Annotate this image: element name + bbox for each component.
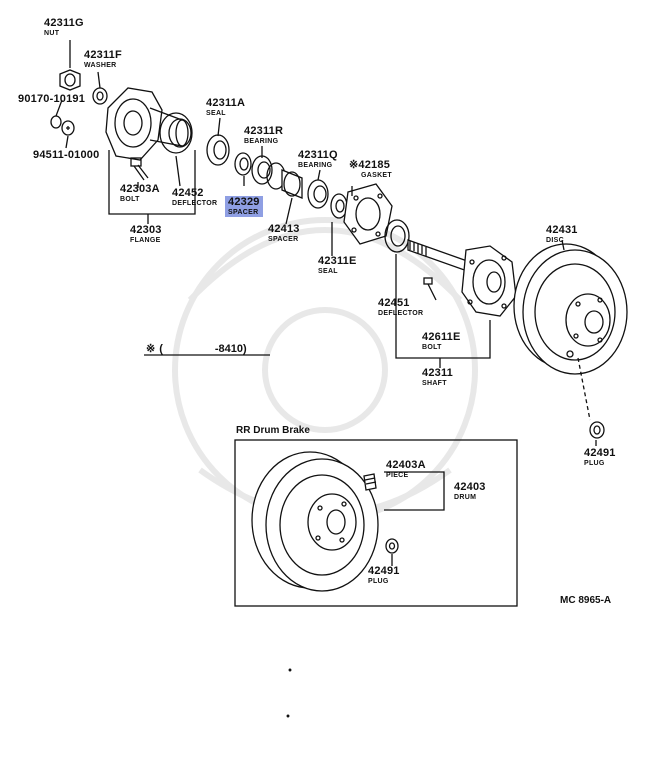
bolt-42611e-drawing xyxy=(423,277,437,301)
part-number: 42303A xyxy=(120,183,160,195)
footnote-mark: ※ xyxy=(146,343,156,355)
part-number: 94511-01000 xyxy=(33,149,100,161)
part-label-42403[interactable]: 42403 DRUM xyxy=(454,481,486,502)
part-label-42491-inset[interactable]: 42491 PLUG xyxy=(368,565,400,586)
part-label-42311g[interactable]: 42311G NUT xyxy=(44,17,84,38)
part-number: 42311A xyxy=(206,97,246,109)
part-label-42413[interactable]: 42413 SPACER xyxy=(268,223,300,244)
part-label-90170[interactable]: 90170-10191 xyxy=(18,94,85,105)
part-number: 42311E xyxy=(318,255,357,267)
part-number: 42303 xyxy=(130,224,162,236)
part-name: PLUG xyxy=(584,460,605,467)
part-number: 42451 xyxy=(378,297,410,309)
shaft-drawing xyxy=(407,239,517,317)
footnote-range: -8410) xyxy=(214,343,247,355)
part-name: DISC xyxy=(546,237,564,244)
plug-42491-top-drawing xyxy=(589,421,605,439)
gasket-mark: ※ xyxy=(349,159,359,171)
part-label-42311e[interactable]: 42311E SEAL xyxy=(318,255,357,276)
part-name: DEFLECTOR xyxy=(378,310,424,317)
part-label-42311f[interactable]: 42311F WASHER xyxy=(84,49,122,70)
part-name: SPACER xyxy=(228,209,259,216)
disc-drawing xyxy=(513,243,628,375)
part-number: 42413 xyxy=(268,223,300,235)
drum-drawing xyxy=(251,451,379,592)
deflector-42452-drawing xyxy=(159,112,193,154)
part-number: 42311R xyxy=(244,125,284,137)
deflector-42451-drawing xyxy=(384,219,410,253)
part-name: SEAL xyxy=(318,268,338,275)
part-label-42303a[interactable]: 42303A BOLT xyxy=(120,183,160,204)
part-number: 42452 xyxy=(172,187,204,199)
part-94511-drawing xyxy=(61,120,75,136)
part-name: WASHER xyxy=(84,62,117,69)
part-name: GASKET xyxy=(361,172,392,179)
nut-drawing xyxy=(59,69,81,91)
part-label-42311q[interactable]: 42311Q BEARING xyxy=(298,149,338,170)
part-name: NUT xyxy=(44,30,60,37)
part-number: 42611E xyxy=(422,331,461,343)
part-label-42431[interactable]: 42431 DISC xyxy=(546,224,578,245)
part-name: PIECE xyxy=(386,472,409,479)
part-name: SEAL xyxy=(206,110,226,117)
part-name: SHAFT xyxy=(422,380,447,387)
part-name: BOLT xyxy=(120,196,140,203)
part-label-42491-top[interactable]: 42491 PLUG xyxy=(584,447,616,468)
spacer-42329-drawing xyxy=(234,152,252,176)
part-name: PLUG xyxy=(368,578,389,585)
flange-bracket xyxy=(108,150,196,215)
part-number: 42403 xyxy=(454,481,486,493)
footnote: ※( -8410) xyxy=(146,344,247,355)
part-label-94511[interactable]: 94511-01000 xyxy=(33,150,99,161)
part-name: DRUM xyxy=(454,494,477,501)
part-name: DEFLECTOR xyxy=(172,200,218,207)
part-number: 42491 xyxy=(584,447,616,459)
plug-42491-inset-drawing xyxy=(385,538,399,554)
part-number: 42403A xyxy=(386,459,426,471)
seal-42311a-drawing xyxy=(206,134,230,166)
part-name: BEARING xyxy=(298,162,333,169)
part-number: 42311Q xyxy=(298,149,338,161)
part-label-42311[interactable]: 42311 SHAFT xyxy=(422,367,453,388)
part-label-42185[interactable]: ※42185 GASKET xyxy=(349,159,392,180)
bearing-42311r-drawing xyxy=(251,155,286,190)
part-name: SPACER xyxy=(268,236,299,243)
part-number: 42311G xyxy=(44,17,84,29)
part-label-42311r[interactable]: 42311R BEARING xyxy=(244,125,284,146)
footnote-open: ( xyxy=(159,343,163,355)
inset-frame xyxy=(234,439,518,607)
plug-leader xyxy=(577,357,591,421)
part-number: 42311F xyxy=(84,49,122,61)
part-90170-drawing xyxy=(50,115,62,129)
gasket-42185-drawing xyxy=(343,183,393,245)
drum-bracket xyxy=(384,471,445,511)
part-number: ※42185 xyxy=(349,159,391,171)
inset-title: RR Drum Brake xyxy=(236,425,310,436)
part-number: 90170-10191 xyxy=(18,93,86,105)
spacer-42413-drawing xyxy=(281,169,303,199)
part-label-42451[interactable]: 42451 DEFLECTOR xyxy=(378,297,424,318)
part-name: BEARING xyxy=(244,138,279,145)
bolt-42303a-drawing xyxy=(130,157,149,181)
part-name: FLANGE xyxy=(130,237,161,244)
piece-drawing xyxy=(363,473,377,491)
part-name: BOLT xyxy=(422,344,442,351)
flange-drawing xyxy=(105,87,189,161)
part-number: 42329 xyxy=(228,196,260,208)
bearing-42311q-drawing xyxy=(307,179,329,209)
part-label-42403a[interactable]: 42403A PIECE xyxy=(386,459,426,480)
diagram-code: MC 8965-A xyxy=(560,595,612,606)
part-label-42311a[interactable]: 42311A SEAL xyxy=(206,97,246,118)
part-label-42452[interactable]: 42452 DEFLECTOR xyxy=(172,187,218,208)
part-number: 42311 xyxy=(422,367,453,379)
washer-drawing xyxy=(92,87,108,105)
part-label-42329-highlighted[interactable]: 42329 SPACER xyxy=(225,196,263,217)
part-number: 42491 xyxy=(368,565,400,577)
part-label-42611e[interactable]: 42611E BOLT xyxy=(422,331,461,352)
part-label-42303[interactable]: 42303 FLANGE xyxy=(130,224,162,245)
part-number: 42431 xyxy=(546,224,578,236)
